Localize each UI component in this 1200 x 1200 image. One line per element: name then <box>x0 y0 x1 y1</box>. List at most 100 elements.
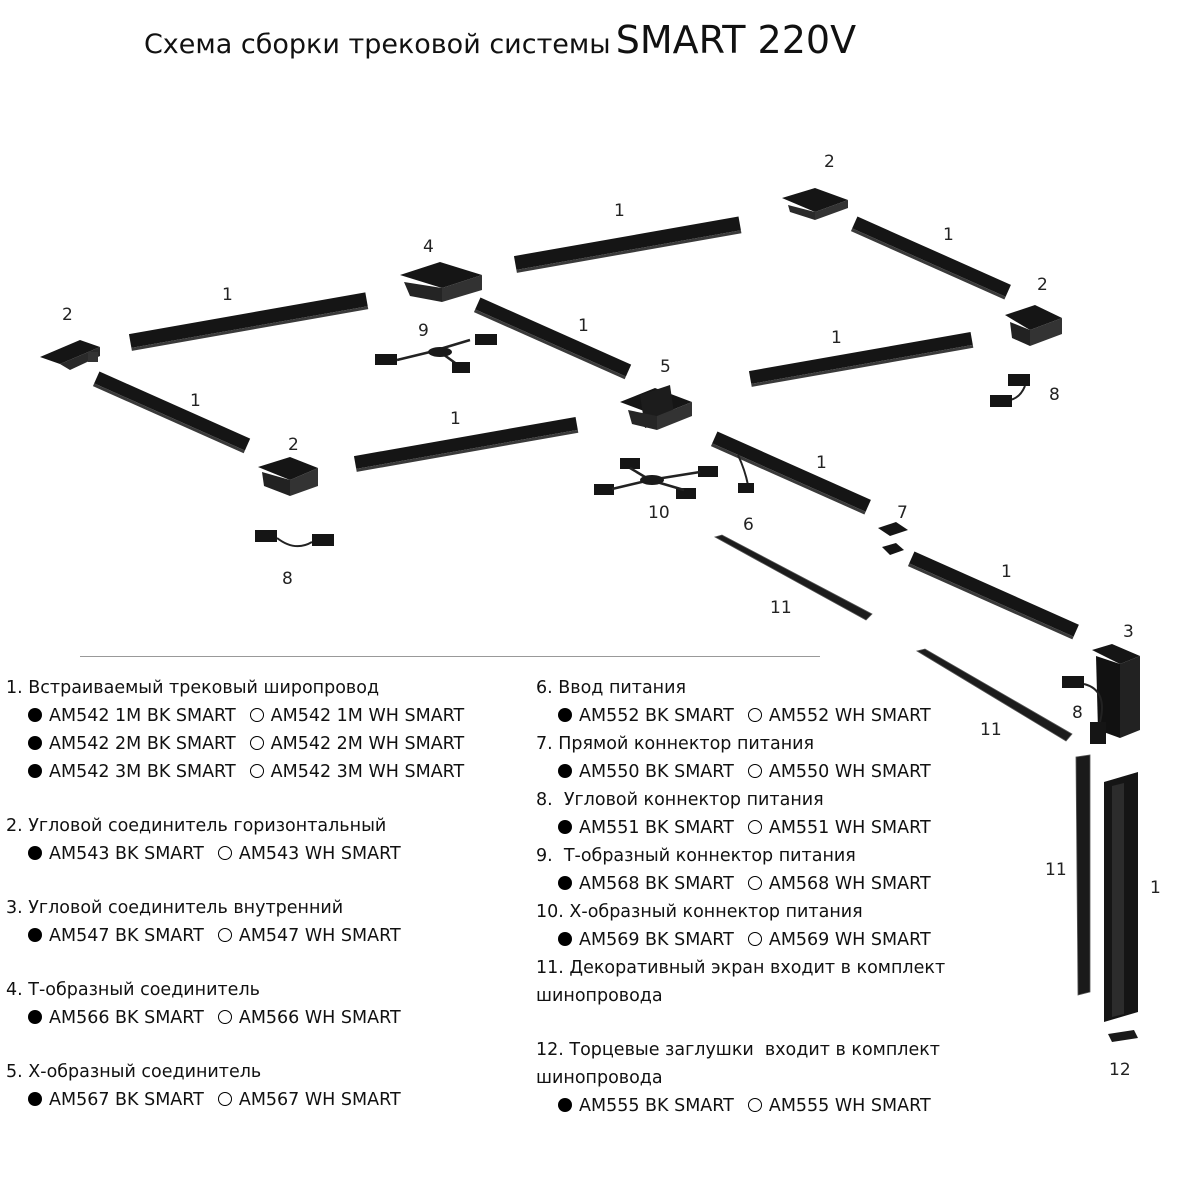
legend-group: 5. Х-образный соединитель AM567 BK SMART… <box>6 1058 526 1114</box>
sku-bk: AM569 BK SMART <box>579 930 734 950</box>
sku-wh: AM542 1M WH SMART <box>270 706 465 726</box>
legend-left: 1. Встраиваемый трековый широпровод AM54… <box>6 674 526 1114</box>
callout-11: 11 <box>980 720 1002 740</box>
sku-wh: AM543 WH SMART <box>238 844 401 864</box>
sku-bk: AM543 BK SMART <box>49 844 204 864</box>
x-power-connector <box>594 458 718 499</box>
black-dot-icon <box>28 764 42 778</box>
title-product-name: SMART 220V <box>615 18 857 62</box>
sku-wh: AM566 WH SMART <box>238 1008 401 1028</box>
sku-bk: AM568 BK SMART <box>579 874 734 894</box>
black-dot-icon <box>28 736 42 750</box>
black-dot-icon <box>28 928 42 942</box>
legend-title: 8. Угловой коннектор питания <box>536 790 824 810</box>
callout-10: 10 <box>648 503 670 523</box>
power-feed <box>737 454 754 493</box>
sku-wh: AM551 WH SMART <box>768 818 931 838</box>
sku-wh: AM550 WH SMART <box>768 762 931 782</box>
callout-1: 1 <box>831 328 842 348</box>
sku-wh: AM569 WH SMART <box>768 930 931 950</box>
corner-connector <box>1005 305 1062 346</box>
black-dot-icon <box>558 932 572 946</box>
white-dot-icon <box>249 708 264 722</box>
callout-1: 1 <box>943 225 954 245</box>
callout-11: 11 <box>1045 860 1067 880</box>
track-rail <box>92 371 251 454</box>
legend-group: 1. Встраиваемый трековый широпровод AM54… <box>6 674 526 786</box>
white-dot-icon <box>747 1098 762 1112</box>
callout-5: 5 <box>660 357 671 377</box>
sku-wh: AM555 WH SMART <box>768 1096 931 1116</box>
legend-title: 6. Ввод питания <box>536 678 687 698</box>
sku-wh: AM542 2M WH SMART <box>270 734 465 754</box>
callout-1: 1 <box>816 453 827 473</box>
track-rail <box>353 417 579 472</box>
callout-2: 2 <box>824 152 835 172</box>
black-dot-icon <box>28 1092 42 1106</box>
track-rail <box>710 431 871 515</box>
white-dot-icon <box>747 820 762 834</box>
corner-connector <box>258 457 318 496</box>
sku-bk: AM567 BK SMART <box>49 1090 204 1110</box>
legend-title: 10. Х-образный коннектор питания <box>536 902 863 922</box>
track-rail <box>128 292 369 351</box>
callout-3: 3 <box>1123 622 1134 642</box>
legend-title: 5. Х-образный соединитель <box>6 1062 262 1082</box>
legend-title-cont: шинопровода <box>536 986 663 1006</box>
callout-2: 2 <box>62 305 73 325</box>
white-dot-icon <box>249 764 264 778</box>
callout-1: 1 <box>222 285 233 305</box>
black-dot-icon <box>558 1098 572 1112</box>
legend-group: 4. Т-образный соединитель AM566 BK SMART… <box>6 976 526 1032</box>
legend-row: AM542 2M BK SMART AM542 2M WH SMART <box>6 730 526 758</box>
callout-1: 1 <box>450 409 461 429</box>
sku-bk: AM550 BK SMART <box>579 762 734 782</box>
decorative-screen <box>915 648 1073 742</box>
white-dot-icon <box>747 876 762 890</box>
white-dot-icon <box>747 932 762 946</box>
legend-title: 3. Угловой соединитель внутренний <box>6 898 344 918</box>
t-power-connector <box>375 334 497 373</box>
t-connector <box>400 262 482 302</box>
legend-title: 2. Угловой соединитель горизонтальный <box>6 816 387 836</box>
callout-4: 4 <box>423 237 434 257</box>
white-dot-icon <box>217 1010 232 1024</box>
legend-row: AM567 BK SMART AM567 WH SMART <box>6 1086 526 1114</box>
callout-12: 12 <box>1109 1060 1131 1080</box>
callout-2: 2 <box>1037 275 1048 295</box>
sku-wh: AM552 WH SMART <box>768 706 931 726</box>
track-rail <box>907 551 1079 640</box>
callout-1: 1 <box>578 316 589 336</box>
legend-row: AM543 BK SMART AM543 WH SMART <box>6 840 526 868</box>
decorative-screen <box>1075 754 1091 996</box>
callout-1: 1 <box>614 201 625 221</box>
x-connector <box>620 385 692 430</box>
white-dot-icon <box>249 736 264 750</box>
legend-title: 9. Т-образный коннектор питания <box>536 846 856 866</box>
callout-7: 7 <box>897 503 908 523</box>
legend-title-cont: шинопровода <box>536 1068 663 1088</box>
legend-row: AM550 BK SMART AM550 WH SMART <box>536 758 976 786</box>
black-dot-icon <box>28 1010 42 1024</box>
track-rail <box>473 297 632 380</box>
sku-bk: AM547 BK SMART <box>49 926 204 946</box>
sku-wh: AM567 WH SMART <box>238 1090 401 1110</box>
straight-power-connector <box>878 522 908 555</box>
white-dot-icon <box>747 708 762 722</box>
white-dot-icon <box>217 928 232 942</box>
black-dot-icon <box>28 846 42 860</box>
black-dot-icon <box>28 708 42 722</box>
legend-title: 12. Торцевые заглушки входит в комплект <box>536 1040 941 1060</box>
decorative-screen <box>713 534 873 621</box>
title-text: Схема сборки трековой системы <box>143 29 611 60</box>
sku-bk: AM542 2M BK SMART <box>49 734 236 754</box>
callout-8: 8 <box>1072 703 1083 723</box>
black-dot-icon <box>558 820 572 834</box>
divider <box>80 656 820 657</box>
track-rail <box>850 216 1011 300</box>
